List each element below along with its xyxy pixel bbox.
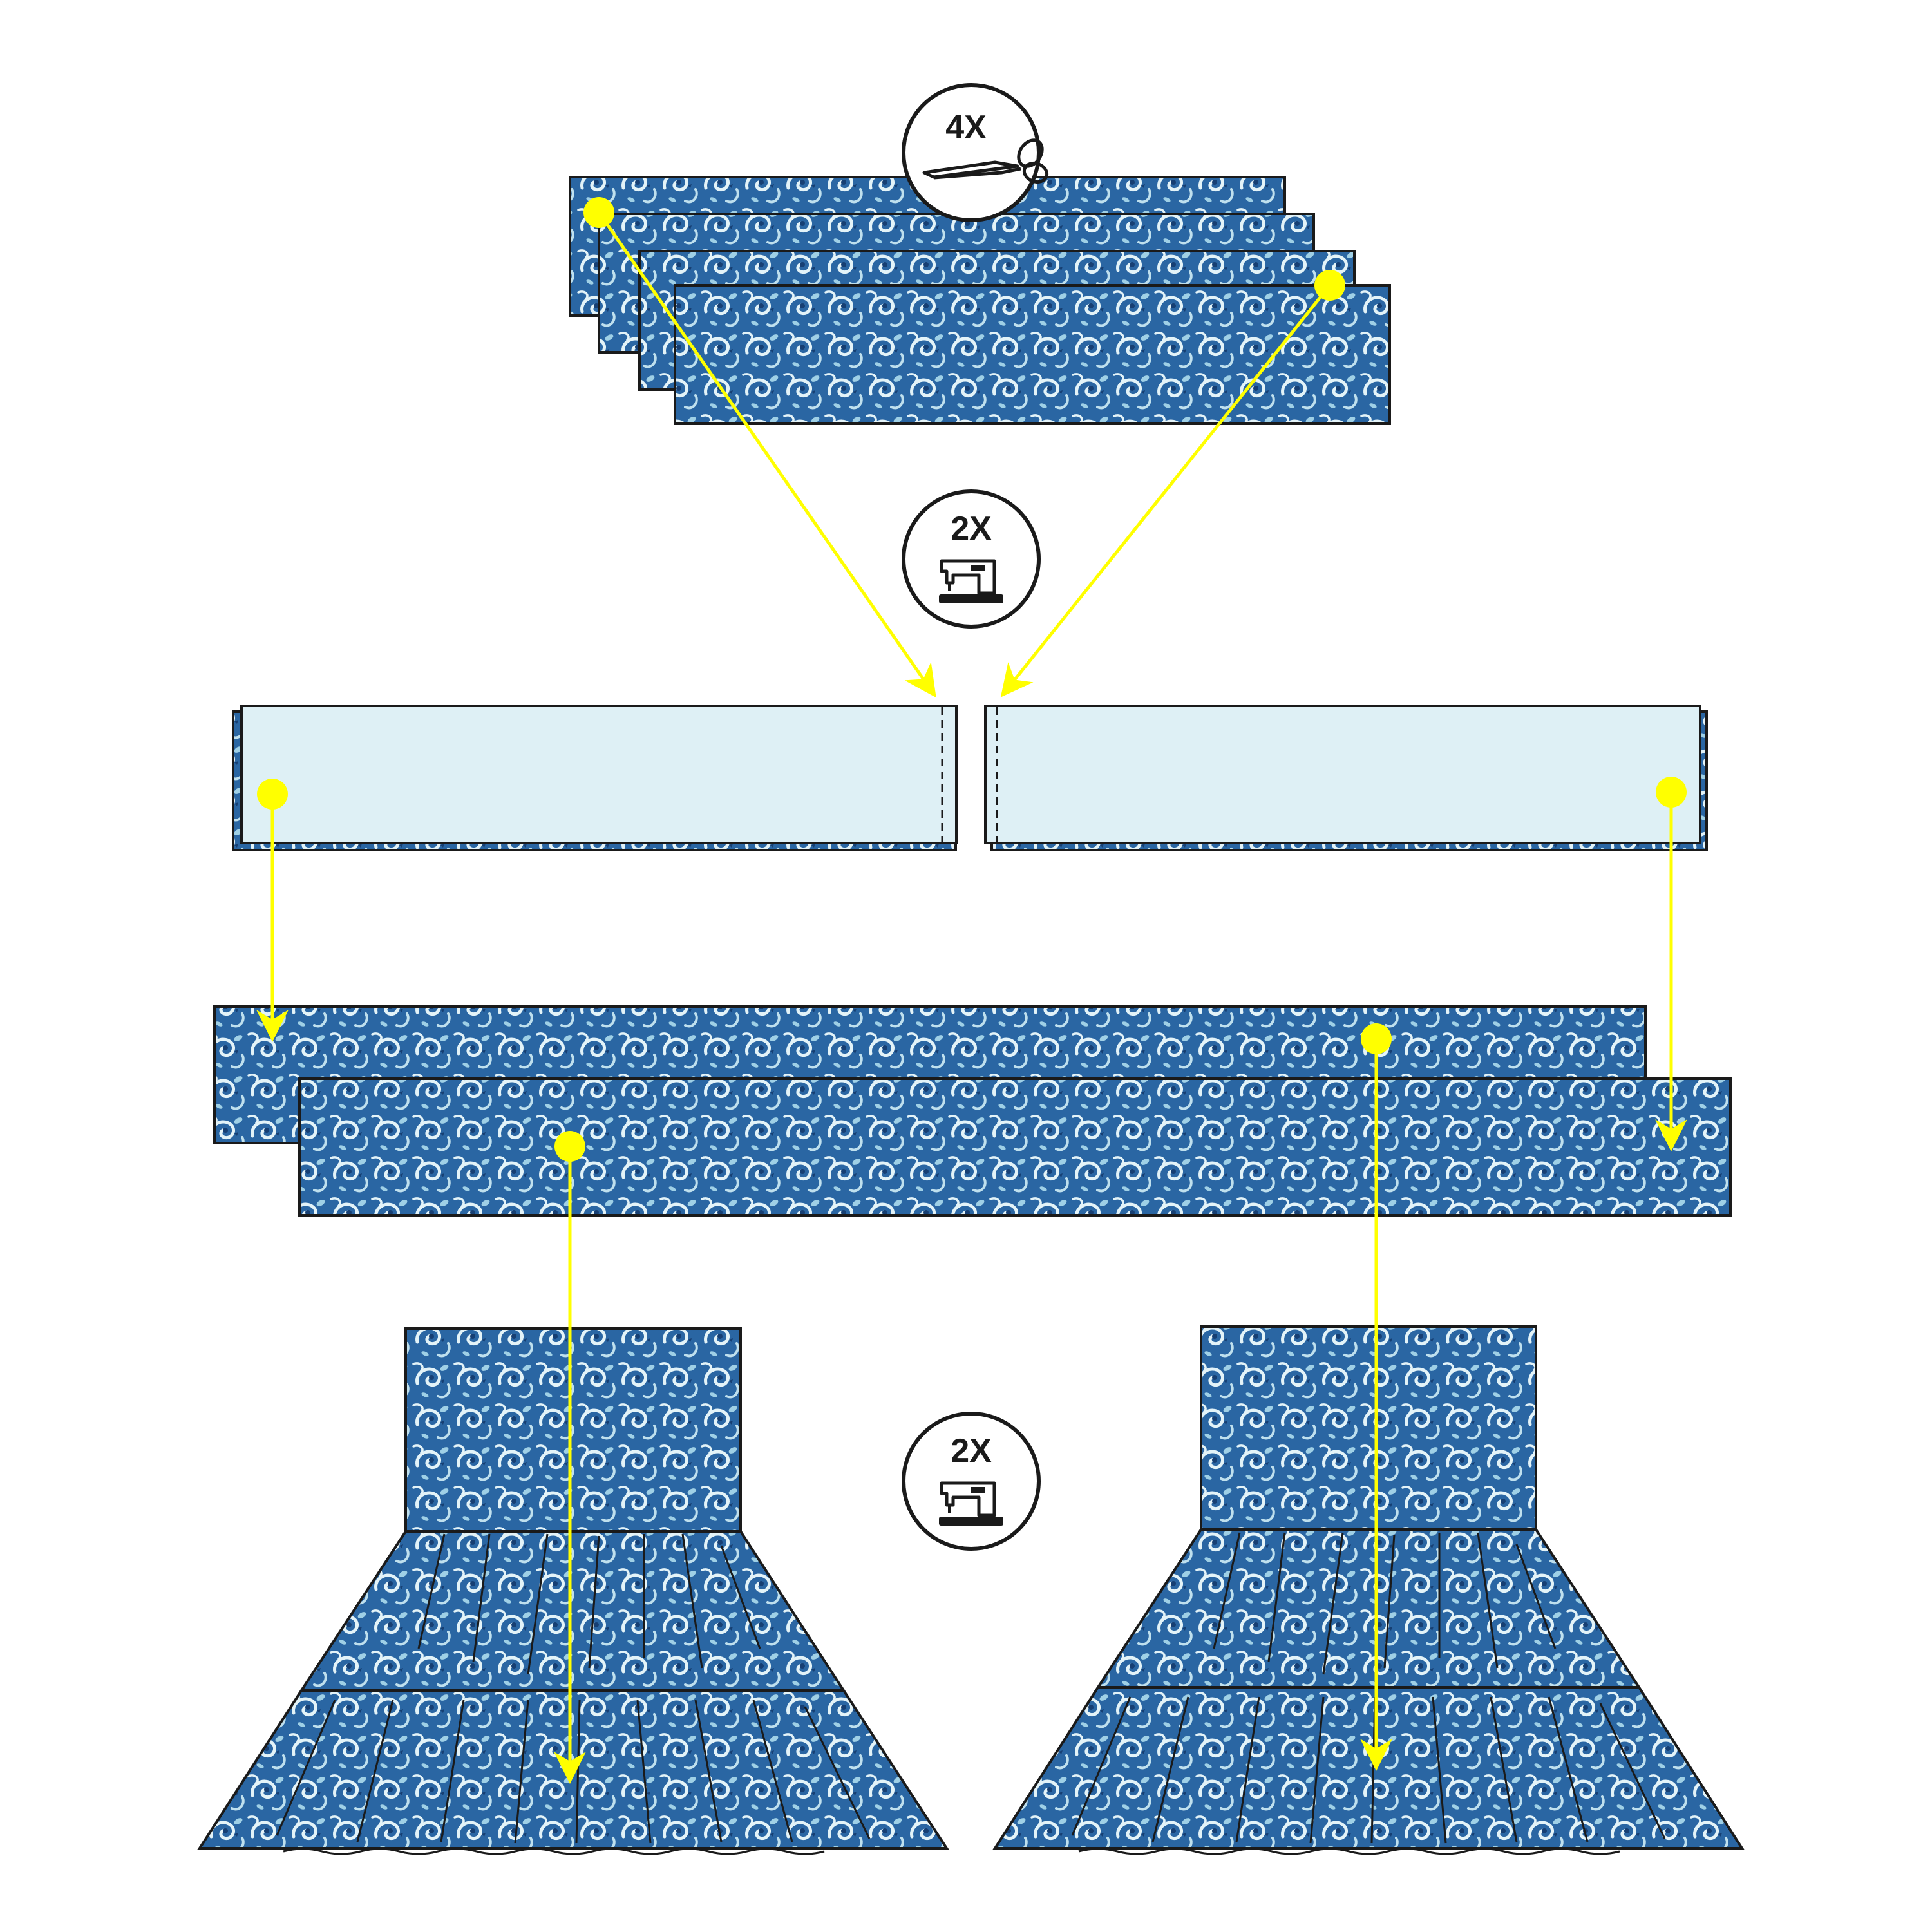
- sewing-machine-icon: [939, 559, 1003, 603]
- badge-cut-4x: 4X: [902, 83, 1049, 222]
- skirt-right-yoke: [1200, 1325, 1537, 1531]
- badge-sew-skirt-label: 2X: [951, 1432, 992, 1470]
- badge-cut-label: 4X: [945, 109, 987, 146]
- dot-strip-left: [583, 197, 614, 228]
- sewn-panel-left: [232, 705, 958, 851]
- skirt-left-hem: [283, 1848, 825, 1855]
- fabric-strip-4: [674, 284, 1391, 425]
- flow-dots: [257, 197, 1687, 1162]
- dot-panel-left: [257, 779, 288, 810]
- panel-right-lining: [984, 705, 1701, 844]
- skirt-left: [197, 1327, 949, 1855]
- badge-sew-strips-2x: 2X: [902, 489, 1041, 629]
- cut-strips-stack: [569, 176, 1391, 425]
- panel-left-lining: [240, 705, 958, 844]
- skirt-left-yoke: [404, 1327, 742, 1533]
- dot-panel-right: [1656, 777, 1687, 808]
- skirt-right-gathers: [1071, 1532, 1666, 1844]
- skirt-right: [992, 1325, 1745, 1855]
- scissors-icon: [922, 138, 1049, 184]
- sewn-panel-right: [984, 705, 1708, 851]
- dot-strip-right: [1314, 270, 1345, 301]
- badge-sew-strips-label: 2X: [951, 510, 992, 547]
- skirt-left-outline: [197, 1530, 949, 1850]
- badge-sew-skirt-2x: 2X: [902, 1412, 1041, 1551]
- dot-long-strip-top: [1361, 1023, 1392, 1054]
- dot-long-strip-bottom: [554, 1131, 585, 1162]
- skirt-right-hem: [1078, 1848, 1620, 1855]
- sewing-machine-icon: [939, 1481, 1003, 1526]
- skirt-right-outline: [992, 1528, 1745, 1850]
- long-strip-bottom: [298, 1077, 1732, 1217]
- long-strips: [213, 1005, 1732, 1217]
- flow-arrows: [256, 211, 1687, 1784]
- arrow-strips-to-right-panel: [1000, 284, 1331, 697]
- arrow-strips-to-left-panel: [597, 211, 936, 698]
